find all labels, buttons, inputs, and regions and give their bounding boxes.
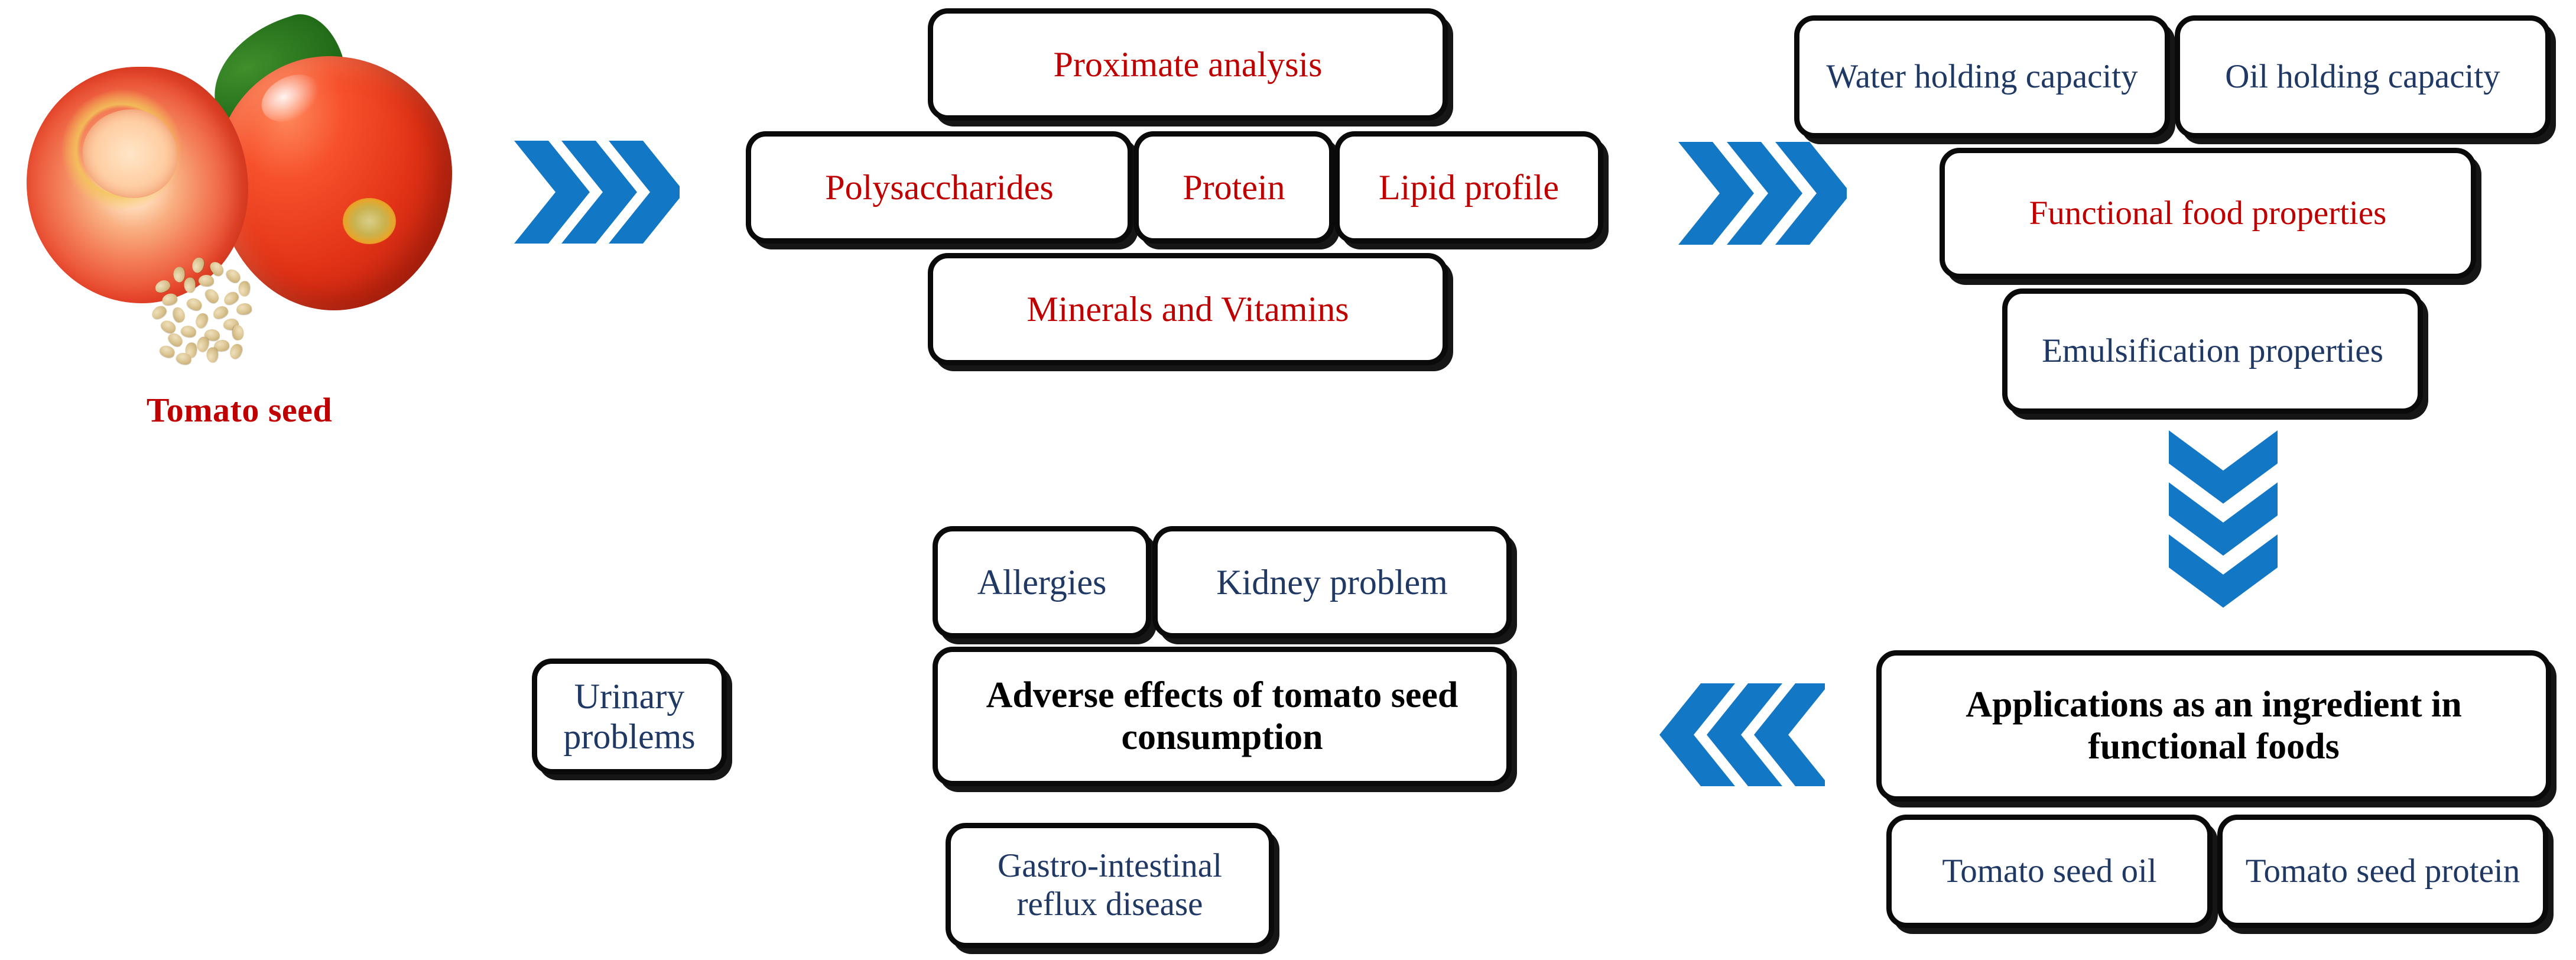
box-lipid-profile-label: Lipid profile xyxy=(1379,167,1559,207)
tomato-seed xyxy=(221,289,241,307)
tomato-seed-illustration xyxy=(12,5,461,375)
box-tomato-seed-oil[interactable]: Tomato seed oil xyxy=(1886,815,2213,928)
box-protein[interactable]: Protein xyxy=(1133,131,1334,244)
box-kidney-problem-label: Kidney problem xyxy=(1216,562,1448,602)
box-emulsification-properties[interactable]: Emulsification properties xyxy=(2002,288,2423,414)
tomato-seed xyxy=(180,324,197,339)
tomato-pulp xyxy=(83,109,177,198)
box-proximate-analysis[interactable]: Proximate analysis xyxy=(928,8,1448,121)
tomato-seed-label: Tomato seed xyxy=(146,391,333,429)
box-adverse-effects-of-tomato-seed-consumption[interactable]: Adverse effects of tomato seed consumpti… xyxy=(933,647,1512,786)
box-functional-food-properties[interactable]: Functional food properties xyxy=(1940,148,2476,279)
tomato-seed xyxy=(228,342,244,361)
tomato-seed xyxy=(173,267,185,283)
tomato-seed-pile-icon xyxy=(148,256,263,366)
box-tomato-seed-protein[interactable]: Tomato seed protein xyxy=(2217,815,2548,928)
box-polysaccharides[interactable]: Polysaccharides xyxy=(746,131,1133,244)
tomato-seed xyxy=(203,286,222,306)
box-allergies[interactable]: Allergies xyxy=(933,526,1151,638)
tomato-seed xyxy=(236,302,252,316)
arrow-functional-to-applications xyxy=(2164,430,2282,614)
tomato-seed xyxy=(160,291,179,307)
box-applications-in-functional-foods-label: Applications as an ingredient in functio… xyxy=(1966,685,2462,767)
box-proximate-analysis-label: Proximate analysis xyxy=(1053,44,1323,84)
tomato-stem-scar-icon xyxy=(343,198,396,244)
tomato-seed xyxy=(185,296,204,313)
box-water-holding-capacity[interactable]: Water holding capacity xyxy=(1794,15,2170,138)
box-tomato-seed-protein-label: Tomato seed protein xyxy=(2245,852,2520,890)
box-tomato-seed-oil-label: Tomato seed oil xyxy=(1942,852,2157,890)
tomato-seed xyxy=(149,303,169,322)
box-urinary-problems-label: Urinary problems xyxy=(563,676,696,756)
arrow-applications-to-adverse xyxy=(1659,679,1825,791)
whole-tomato-icon xyxy=(216,56,452,310)
box-protein-label: Protein xyxy=(1183,167,1285,207)
tomato-seed xyxy=(232,324,245,341)
box-adverse-effects-label: Adverse effects of tomato seed consumpti… xyxy=(986,675,1458,757)
tomato-seed xyxy=(238,281,250,297)
box-urinary-problems[interactable]: Urinary problems xyxy=(532,659,727,774)
box-kidney-problem[interactable]: Kidney problem xyxy=(1152,526,1512,638)
box-minerals-and-vitamins[interactable]: Minerals and Vitamins xyxy=(928,253,1448,365)
tomato-seed xyxy=(153,278,172,295)
box-emulsification-properties-label: Emulsification properties xyxy=(2042,332,2383,369)
box-applications-in-functional-foods[interactable]: Applications as an ingredient in functio… xyxy=(1876,650,2551,802)
tomato-seed xyxy=(184,277,196,293)
box-polysaccharides-label: Polysaccharides xyxy=(825,167,1054,207)
tomato-seed xyxy=(171,306,187,324)
box-gastro-intestinal-reflux-disease-label: Gastro-intestinal reflux disease xyxy=(998,847,1222,923)
box-functional-food-properties-label: Functional food properties xyxy=(2029,194,2387,232)
tomato-seed xyxy=(190,256,206,274)
tomato-seed xyxy=(211,304,230,321)
box-oil-holding-capacity[interactable]: Oil holding capacity xyxy=(2175,15,2551,138)
box-gastro-intestinal-reflux-disease[interactable]: Gastro-intestinal reflux disease xyxy=(946,823,1274,948)
box-water-holding-capacity-label: Water holding capacity xyxy=(1826,57,2138,95)
box-lipid-profile[interactable]: Lipid profile xyxy=(1334,131,1603,244)
box-minerals-and-vitamins-label: Minerals and Vitamins xyxy=(1026,289,1349,329)
tomato-seed xyxy=(198,274,215,287)
tomato-seed xyxy=(158,343,177,359)
box-allergies-label: Allergies xyxy=(977,562,1107,602)
box-oil-holding-capacity-label: Oil holding capacity xyxy=(2225,57,2500,95)
tomato-seed xyxy=(206,347,218,363)
arrow-composition-to-functional xyxy=(1678,137,1847,249)
tomato-seed xyxy=(193,312,210,330)
arrow-source-to-composition xyxy=(514,136,680,248)
